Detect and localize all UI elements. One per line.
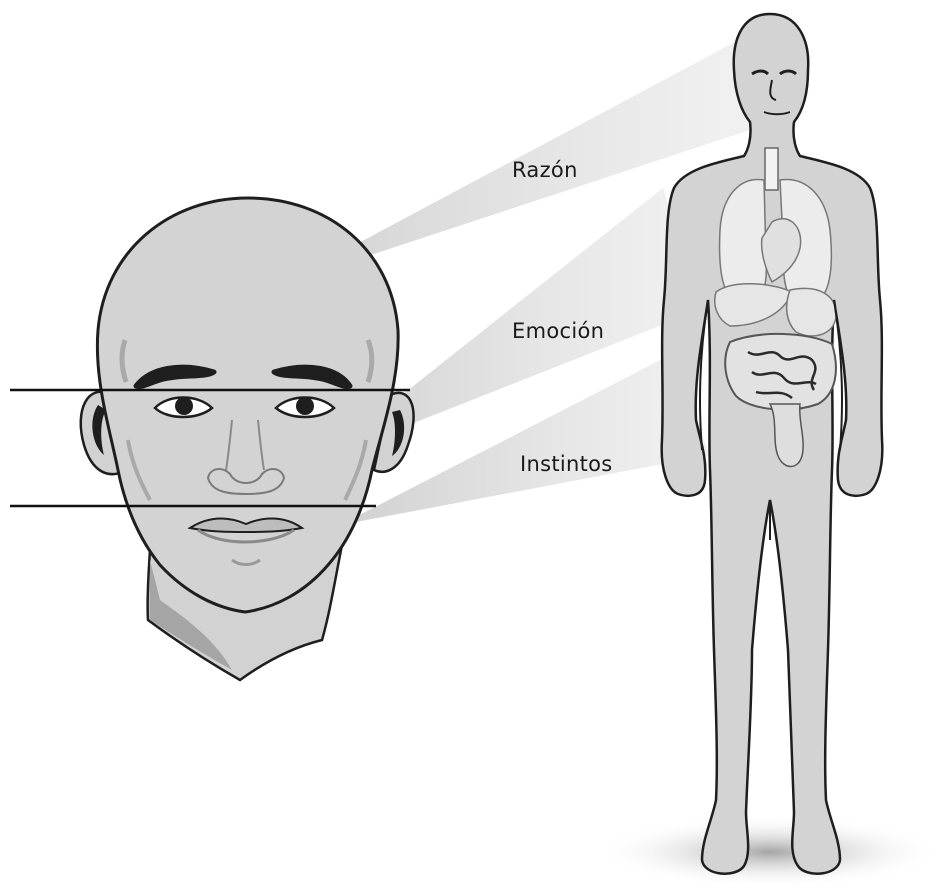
label-razon: Razón xyxy=(512,158,578,182)
left-pupil xyxy=(175,397,193,415)
trachea xyxy=(765,148,778,190)
large-intestine xyxy=(725,334,836,410)
head-shape xyxy=(97,198,398,612)
label-instintos: Instintos xyxy=(520,452,613,476)
right-pupil xyxy=(296,397,314,415)
label-emocion: Emoción xyxy=(512,319,604,343)
head-illustration xyxy=(81,198,414,680)
floor-shadow xyxy=(595,816,939,888)
stomach xyxy=(787,288,837,335)
